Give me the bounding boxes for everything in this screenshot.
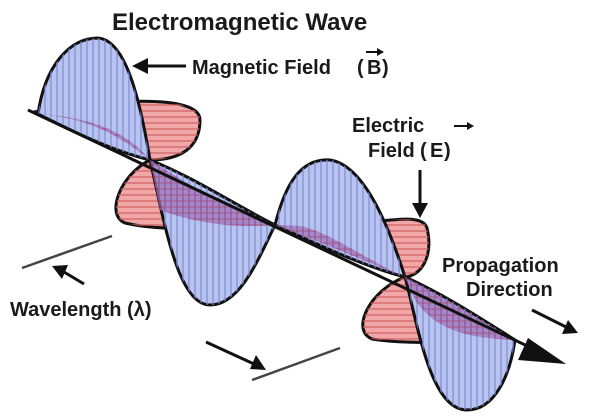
propagation-label-line1: Propagation	[442, 255, 559, 277]
svg-text:(: (	[357, 57, 364, 79]
magnetic-field-label: Magnetic Field	[192, 57, 331, 79]
svg-text:): )	[382, 57, 389, 79]
electric-pointer-arrow	[412, 170, 428, 218]
electric-field-label-line2: Field	[368, 140, 415, 162]
magnetic-field-symbol: B	[367, 57, 381, 79]
wavelength-pointer-right	[205, 340, 266, 370]
propagation-axis	[27, 108, 541, 354]
diagram-title: Electromagnetic Wave	[112, 9, 367, 36]
propagation-arrowhead	[518, 338, 566, 364]
wavelength-label: Wavelength (λ)	[10, 299, 152, 321]
svg-text:(: (	[420, 140, 427, 162]
wavelength-line-left	[21, 234, 113, 270]
propagation-label-line2: Direction	[466, 279, 553, 301]
field-overlap-regions	[40, 114, 515, 340]
magnetic-pointer-arrow	[132, 58, 186, 74]
wavelength-pointer-left	[52, 265, 85, 286]
magnetic-field-wave	[36, 36, 517, 412]
svg-text:): )	[444, 140, 451, 162]
electric-field-label-line1: Electric	[352, 115, 424, 137]
wavelength-line-right	[251, 346, 341, 382]
propagation-pointer-arrow	[531, 308, 578, 334]
electric-field-symbol: E	[430, 140, 443, 162]
electric-vector-arrow	[454, 122, 474, 130]
magnetic-vector-arrow	[366, 48, 384, 56]
